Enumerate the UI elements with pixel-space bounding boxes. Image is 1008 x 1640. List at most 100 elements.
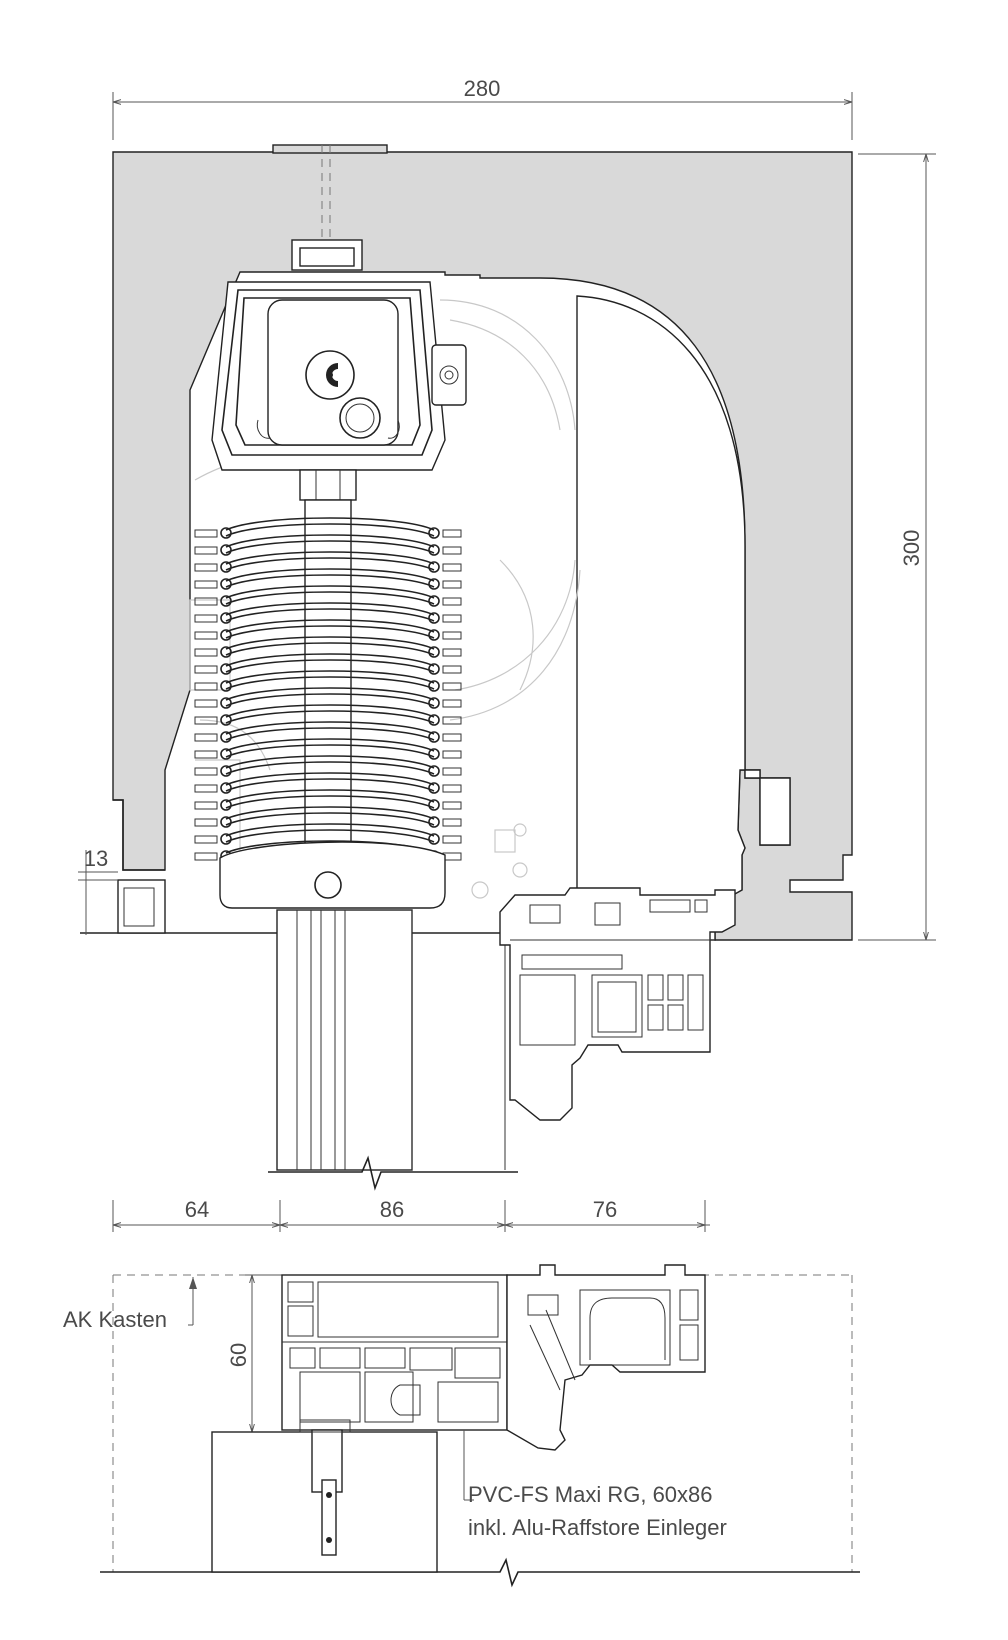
slat-hook-right — [442, 546, 462, 555]
profile-annotation: PVC-FS Maxi RG, 60x86 inkl. Alu-Raffstor… — [463, 1430, 727, 1540]
slat-edge-curl — [220, 697, 232, 709]
slat-edge-curl — [428, 765, 440, 777]
slat-hook-left — [194, 699, 218, 708]
slat-hook-left — [194, 716, 218, 725]
slat — [225, 551, 435, 571]
slat-hook-right — [442, 563, 462, 572]
slat-edge-curl — [428, 680, 440, 692]
slat-hook-right — [442, 767, 462, 776]
dim-width-280: 280 — [464, 76, 501, 101]
slat — [225, 517, 435, 537]
slat-hook-right — [442, 597, 462, 606]
slat-hook-right — [442, 818, 462, 827]
dimension-height-total: 300 — [858, 153, 936, 941]
slat-edge-curl — [220, 833, 232, 845]
slat-edge-curl — [220, 527, 232, 539]
dim-height-300: 300 — [899, 530, 924, 567]
slat-hook-right — [442, 801, 462, 810]
slat-hook-right — [442, 699, 462, 708]
profile-label-line2: inkl. Alu-Raffstore Einleger — [468, 1515, 727, 1540]
slat-edge-curl — [220, 731, 232, 743]
slat-edge-curl — [428, 527, 440, 539]
guide-rail-lower — [268, 909, 518, 1191]
slat-edge-curl — [220, 816, 232, 828]
slat-hook-right — [442, 631, 462, 640]
dim-gap-13: 13 — [84, 846, 108, 871]
slat-hook-left — [194, 631, 218, 640]
slat — [225, 806, 435, 826]
slat-hook-left — [194, 801, 218, 810]
slat-edge-curl — [220, 629, 232, 641]
slat-hook-left — [194, 580, 218, 589]
dim-60: 60 — [226, 1343, 251, 1367]
slat-hook-left — [194, 597, 218, 606]
slat-edge-curl — [220, 544, 232, 556]
slat-edge-curl — [428, 663, 440, 675]
slat-hook-right — [442, 733, 462, 742]
slat-hook-left — [194, 784, 218, 793]
slat — [225, 687, 435, 707]
dimension-bottom-chain: 64 86 76 — [112, 1197, 710, 1232]
dimension-width-total: 280 — [112, 76, 853, 140]
slat — [225, 534, 435, 554]
slat-edge-curl — [428, 561, 440, 573]
slat-edge-curl — [220, 799, 232, 811]
slat — [225, 755, 435, 775]
dim-64: 64 — [185, 1197, 209, 1222]
slat — [225, 568, 435, 588]
motor-head-assembly — [211, 144, 467, 501]
slat — [225, 585, 435, 605]
slat-hook-left — [194, 750, 218, 759]
slat-hook-left — [194, 563, 218, 572]
slat-edge-curl — [220, 663, 232, 675]
slat — [225, 602, 435, 622]
slat-hook-right — [442, 580, 462, 589]
slat-hook-left — [194, 835, 218, 844]
slat-hook-left — [194, 614, 218, 623]
slat-edge-curl — [428, 578, 440, 590]
slat-edge-curl — [428, 612, 440, 624]
slat-edge-curl — [220, 680, 232, 692]
slat — [225, 636, 435, 656]
slat-edge-curl — [428, 595, 440, 607]
slat-hook-right — [442, 835, 462, 844]
slat-hook-left — [194, 682, 218, 691]
slat-edge-curl — [220, 612, 232, 624]
slat-hook-right — [442, 750, 462, 759]
slat-hook-left — [194, 852, 218, 861]
shutter-box-body — [112, 151, 853, 941]
slat — [225, 738, 435, 758]
slat — [225, 772, 435, 792]
slat — [225, 653, 435, 673]
slat-hook-left — [194, 529, 218, 538]
slat-edge-curl — [220, 578, 232, 590]
slat-edge-curl — [428, 748, 440, 760]
bottom-left-ledge: 13 — [78, 846, 500, 935]
slat-edge-curl — [220, 561, 232, 573]
slat-hook-left — [194, 818, 218, 827]
slat-edge-curl — [428, 697, 440, 709]
dim-86: 86 — [380, 1197, 404, 1222]
dimension-frame-depth: 60 — [226, 1274, 285, 1433]
slat-edge-curl — [428, 646, 440, 658]
slat — [225, 670, 435, 690]
slat-edge-curl — [428, 731, 440, 743]
dim-76: 76 — [593, 1197, 617, 1222]
slat — [225, 789, 435, 809]
slat — [225, 704, 435, 724]
slat-hook-right — [442, 682, 462, 691]
ak-kasten-label: AK Kasten — [63, 1307, 167, 1332]
slat-edge-curl — [428, 833, 440, 845]
slat-hook-right — [442, 648, 462, 657]
slat-edge-curl — [220, 748, 232, 760]
slat-hook-left — [194, 767, 218, 776]
slat-edge-curl — [220, 646, 232, 658]
bottom-rail — [219, 841, 446, 909]
venetian-slat-stack — [194, 499, 462, 862]
slat-edge-curl — [220, 714, 232, 726]
window-frame-profile-lower — [211, 1264, 706, 1573]
slat-guide-strip — [304, 499, 352, 861]
slat-hook-left — [194, 546, 218, 555]
slat — [225, 721, 435, 741]
